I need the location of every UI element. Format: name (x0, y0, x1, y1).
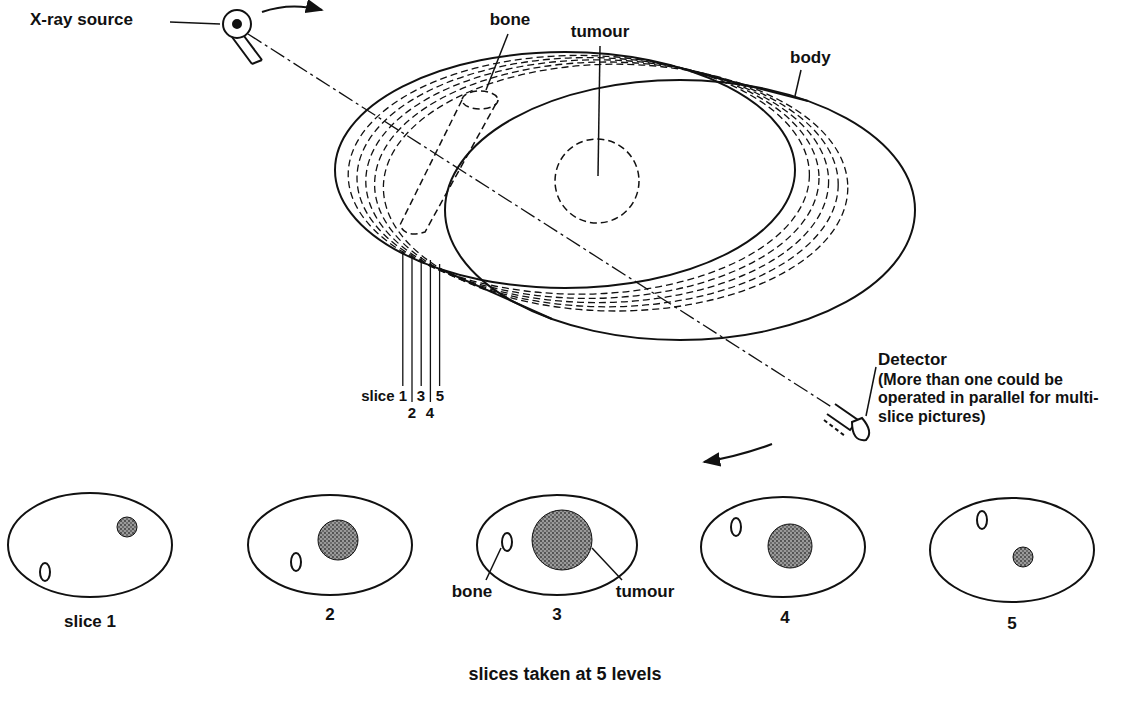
xray-source (223, 10, 262, 64)
slice-number: 4 (426, 404, 434, 421)
rotation-arrow (262, 6, 322, 12)
leader-line (598, 46, 600, 176)
slice-caption: 5 (1007, 614, 1016, 634)
slice-caption: 4 (780, 608, 789, 628)
slice-number: 5 (436, 387, 444, 404)
drawing-stroke (402, 251, 403, 386)
drawing-stroke (291, 553, 301, 571)
drawing-stroke (824, 420, 845, 436)
leader-line (170, 22, 220, 24)
leader-line (592, 548, 622, 580)
body-cylinder (335, 52, 915, 340)
note-text: (More than one could be operated in para… (878, 371, 1123, 426)
drawing-stroke (462, 91, 498, 109)
slice-planes (348, 55, 848, 311)
drawing-stroke (383, 64, 847, 311)
drawing-stroke (348, 55, 809, 294)
figure-caption: slices taken at 5 levels (468, 664, 661, 685)
drawing-stroke (117, 517, 137, 537)
drawing-stroke (768, 524, 812, 568)
slice-ticks (403, 251, 440, 402)
rotation-arrow (704, 444, 772, 462)
slice-sections (8, 493, 1094, 602)
part-label: tumour (571, 22, 630, 42)
drawing-stroke (357, 58, 819, 299)
part-label: body (790, 48, 831, 68)
drawing-stroke (439, 264, 440, 386)
tumour-outline (555, 139, 639, 223)
drawing-stroke (930, 498, 1094, 602)
drawing-stroke (233, 20, 241, 28)
drawing-stroke (1013, 547, 1033, 567)
slice-number: slice 1 (361, 387, 407, 404)
drawing-stroke (502, 533, 512, 551)
drawing-stroke (477, 495, 637, 595)
drawing-stroke (532, 510, 592, 570)
drawing-stroke (8, 493, 172, 597)
drawing-stroke (430, 260, 431, 402)
leader-line (486, 34, 508, 90)
beam-line (248, 34, 852, 420)
drawing-stroke (400, 100, 498, 234)
drawing-stroke (421, 257, 422, 386)
leader-line (486, 548, 501, 580)
drawing-stroke (223, 10, 251, 38)
leader-line (795, 70, 801, 96)
drawing-stroke (731, 518, 741, 536)
part-label: bone (452, 582, 493, 602)
drawing-stroke (852, 418, 869, 440)
drawing-stroke (40, 563, 50, 581)
slice-number: 3 (417, 387, 425, 404)
drawing-stroke (318, 520, 358, 560)
slice-caption: 2 (325, 605, 334, 625)
slice-caption: slice 1 (64, 612, 116, 632)
drawing-stroke (977, 511, 987, 529)
slice-number: 2 (408, 404, 416, 421)
detector (824, 404, 869, 440)
part-label: tumour (616, 582, 675, 602)
drawing-stroke (411, 254, 412, 402)
slice-caption: 3 (552, 605, 561, 625)
part-label: Detector (878, 350, 947, 370)
part-label: bone (490, 10, 531, 30)
drawing-stroke (248, 495, 412, 595)
drawing-stroke (701, 497, 865, 597)
source-label: X-ray source (30, 10, 133, 30)
leader-line (866, 367, 876, 416)
